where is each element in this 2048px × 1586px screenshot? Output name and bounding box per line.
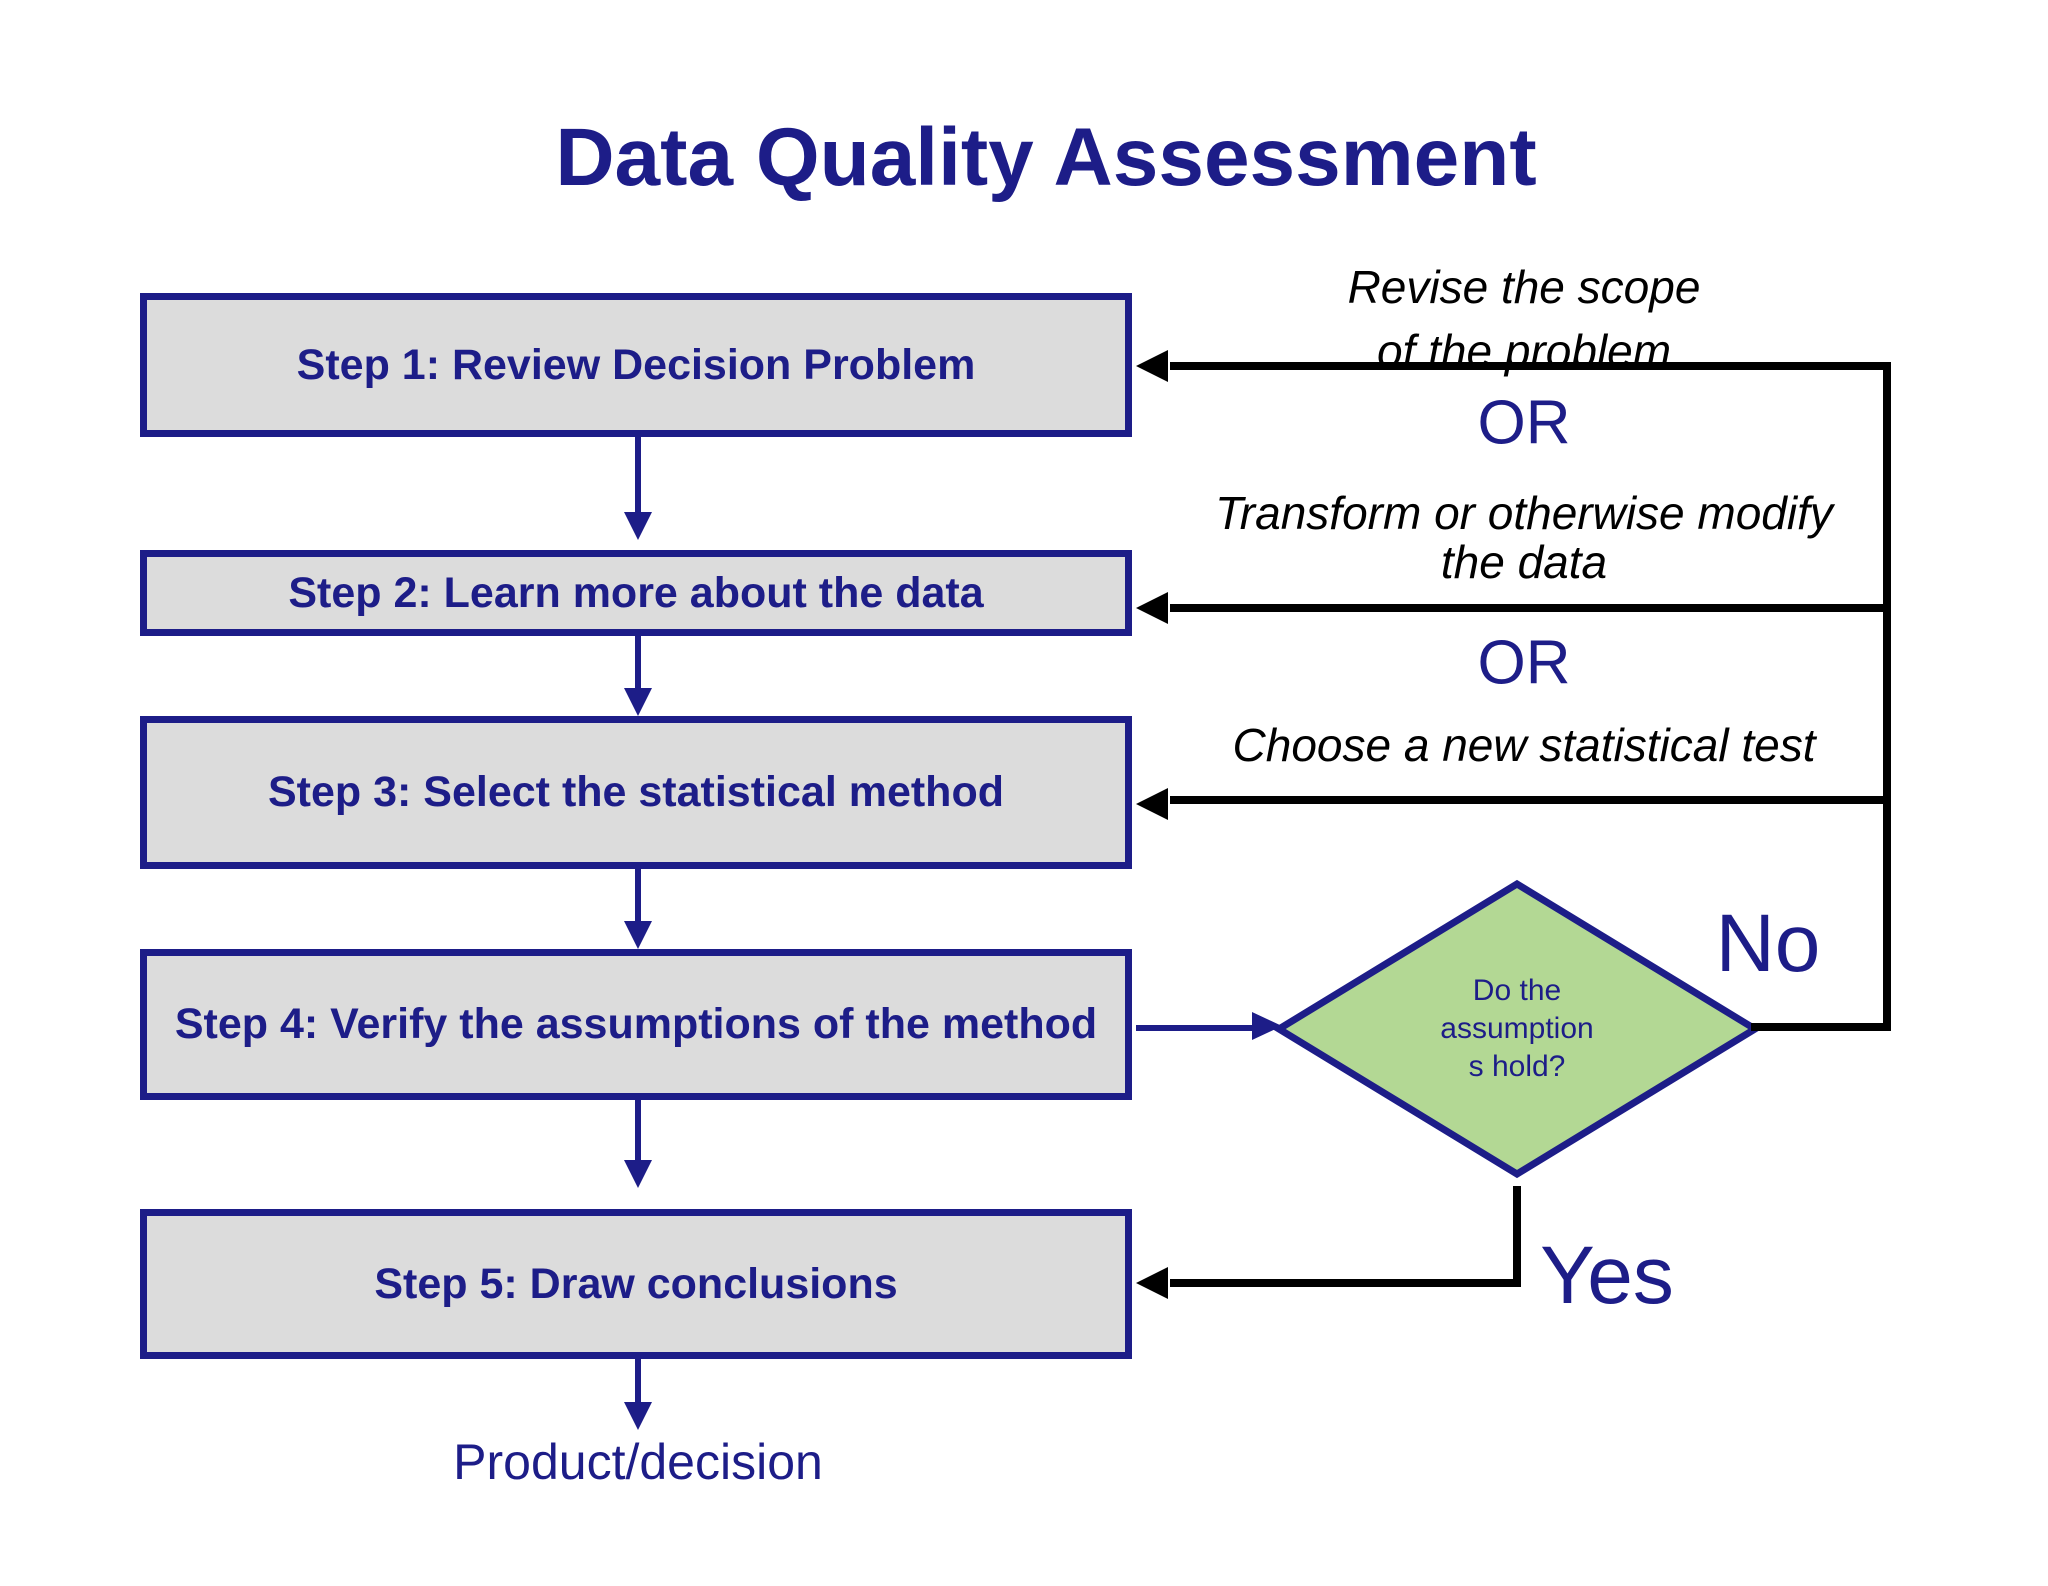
arrowhead-right-icon xyxy=(1252,1012,1282,1040)
arrow-shaft xyxy=(1170,796,1891,804)
arrowhead-down-icon xyxy=(624,921,652,949)
step-5-label: Step 5: Draw conclusions xyxy=(374,1259,898,1308)
transform-line1: Transform or otherwise modify xyxy=(1215,487,1833,539)
step-4-label: Step 4: Verify the assumptions of the me… xyxy=(174,1000,1098,1048)
revise-scope-line1: Revise the scope xyxy=(1347,261,1701,313)
decision-label: Do the assumption s hold? xyxy=(1440,972,1593,1086)
step-2-label: Step 2: Learn more about the data xyxy=(288,568,984,617)
no-label: No xyxy=(1715,898,1821,989)
arrowhead-left-icon xyxy=(1136,592,1168,624)
connector-segment xyxy=(1751,1023,1891,1031)
arrowhead-left-icon xyxy=(1136,350,1168,382)
page-title: Data Quality Assessment xyxy=(555,112,1537,203)
step-5-box: Step 5: Draw conclusions xyxy=(140,1209,1132,1359)
connector-segment xyxy=(1170,1279,1521,1287)
decision-label-line3: s hold? xyxy=(1468,1050,1566,1083)
step-1-box: Step 1: Review Decision Problem xyxy=(140,293,1132,437)
yes-label: Yes xyxy=(1540,1230,1674,1321)
step-3-box: Step 3: Select the statistical method xyxy=(140,716,1132,869)
arrow-shaft xyxy=(635,437,641,512)
decision-diamond xyxy=(1272,879,1762,1179)
step-1-label: Step 1: Review Decision Problem xyxy=(296,340,976,389)
arrowhead-down-icon xyxy=(624,688,652,716)
transform-line2: the data xyxy=(1440,536,1608,588)
arrowhead-left-icon xyxy=(1136,1267,1168,1299)
arrowhead-down-icon xyxy=(624,512,652,540)
arrow-shaft xyxy=(635,869,641,921)
or-label-2: OR xyxy=(1477,628,1571,698)
arrowhead-down-icon xyxy=(624,1160,652,1188)
revise-scope-line2: of the problem xyxy=(1376,325,1672,377)
output-label: Product/decision xyxy=(453,1434,823,1490)
step-3-label: Step 3: Select the statistical method xyxy=(268,768,1004,816)
arrow-shaft xyxy=(1170,362,1891,370)
arrow-shaft xyxy=(635,1100,641,1160)
step-2-box: Step 2: Learn more about the data xyxy=(140,550,1132,636)
arrow-shaft xyxy=(1170,604,1891,612)
arrow-shaft xyxy=(635,1359,641,1402)
decision-label-line2: assumption xyxy=(1440,1012,1594,1045)
feedback-line-segment xyxy=(1883,362,1891,1031)
decision-label-line1: Do the xyxy=(1472,974,1562,1007)
step-4-box: Step 4: Verify the assumptions of the me… xyxy=(140,949,1132,1100)
arrowhead-down-icon xyxy=(624,1402,652,1430)
arrowhead-left-icon xyxy=(1136,788,1168,820)
or-label-1: OR xyxy=(1477,388,1571,458)
arrow-shaft xyxy=(635,636,641,688)
choose-test-label: Choose a new statistical test xyxy=(1232,719,1816,771)
arrow-shaft xyxy=(1136,1025,1254,1031)
connector-segment xyxy=(1513,1186,1521,1287)
decision-diamond-shape xyxy=(1272,879,1762,1179)
